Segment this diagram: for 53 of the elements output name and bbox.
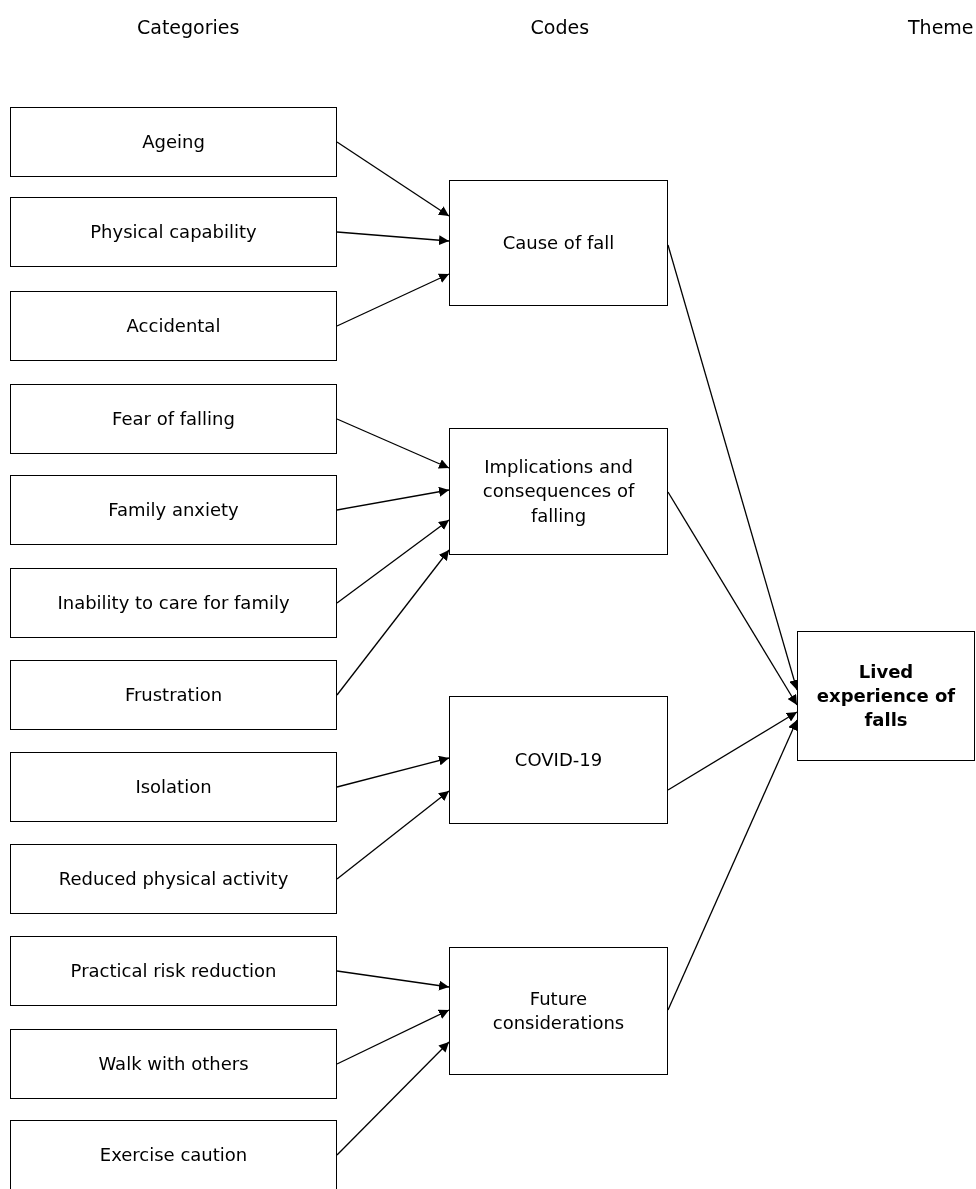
node-text: Implications and consequences of falling [481, 455, 636, 528]
category-box [10, 936, 337, 1006]
node-text: COVID-19 [514, 747, 603, 772]
arrow [336, 1009, 450, 1065]
arrow [336, 970, 450, 991]
node-text: Frustration [124, 683, 223, 707]
category-box [10, 197, 337, 267]
category-box [10, 1029, 337, 1099]
code-box [449, 696, 668, 824]
node-text: Practical risk reduction [70, 959, 277, 983]
node-text: Lived experience of falls [815, 659, 957, 733]
node-text: Future considerations [491, 986, 626, 1035]
category-box [10, 752, 337, 822]
arrow [336, 273, 450, 327]
arrow [336, 1041, 450, 1156]
node-text: Isolation [135, 775, 212, 799]
theme-box [797, 631, 975, 761]
category-box [10, 475, 337, 545]
arrow [336, 141, 450, 217]
node-text: Ageing [142, 130, 205, 154]
arrow [667, 244, 799, 691]
node-text: Family anxiety [108, 498, 239, 522]
category-box [10, 660, 337, 730]
arrow [336, 418, 450, 469]
node-text: Reduced physical activity [58, 867, 289, 891]
arrow [336, 231, 450, 246]
arrow [667, 711, 798, 791]
category-box [10, 107, 337, 177]
code-box [449, 947, 668, 1075]
node-text: Exercise caution [99, 1143, 248, 1167]
category-box [10, 384, 337, 454]
arrow [667, 719, 798, 1011]
arrow [667, 491, 798, 706]
code-box [449, 180, 668, 306]
node-text: Inability to care for family [57, 591, 290, 615]
category-box [10, 844, 337, 914]
code-box [449, 428, 668, 555]
node-text: Fear of falling [112, 407, 235, 431]
node-text: Accidental [126, 314, 221, 338]
node-text: Physical capability [90, 220, 257, 244]
column-heading: Codes [530, 16, 590, 38]
category-box [10, 568, 337, 638]
category-box [10, 1120, 337, 1189]
node-text: Walk with others [98, 1052, 249, 1076]
arrow [336, 486, 450, 511]
arrow [336, 549, 450, 696]
arrow [336, 755, 450, 788]
arrow [336, 790, 450, 880]
category-box [10, 291, 337, 361]
column-heading: Categories [137, 16, 240, 38]
arrow [336, 519, 450, 604]
node-text: Cause of fall [502, 230, 615, 255]
column-heading: Theme [908, 16, 974, 38]
